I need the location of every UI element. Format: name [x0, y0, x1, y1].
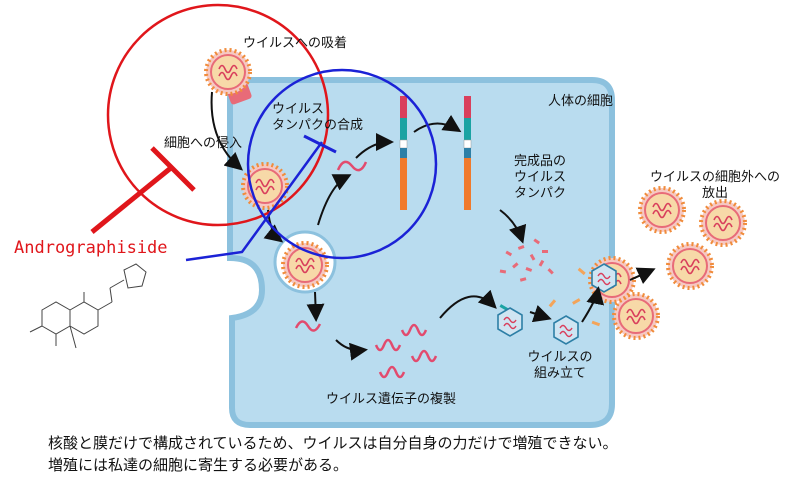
polyprotein-2 — [463, 96, 472, 210]
rna-strand — [374, 338, 402, 352]
rna-strand — [400, 323, 428, 337]
label-release: ウイルスの細胞外への 放出 — [649, 170, 780, 201]
label-assembly: ウイルスの 組み立て — [527, 350, 593, 381]
rna-strand — [294, 320, 322, 332]
caption: 核酸と膜だけで構成されているため、ウイルスは自分自身の力だけで増殖できない。 増… — [48, 432, 618, 476]
drug-name: Andrographiside — [14, 238, 168, 258]
protein-fragments — [499, 238, 554, 282]
virus-adsorbing — [204, 48, 252, 96]
arrow-assembly-step — [529, 305, 552, 323]
capsid-assembling-2 — [553, 315, 579, 345]
label-adsorption: ウイルスへの吸着 — [243, 36, 348, 51]
caption-line-2: 増殖には私達の細胞に寄生する必要がある。 — [48, 456, 349, 474]
inhibition-circle-synthesis — [246, 68, 438, 260]
capsid-assembling-3 — [591, 263, 617, 293]
caption-line-1: 核酸と膜だけで構成されているため、ウイルスは自分自身の力だけで増殖できない。 — [48, 434, 618, 452]
arrow-replication-to-assembly — [439, 289, 497, 319]
label-finished-protein: 完成品の ウイルス タンパク — [514, 154, 567, 201]
arrow-adsorption-to-invasion — [210, 91, 244, 171]
arrow-to-replication-1 — [306, 291, 325, 322]
label-protein-synthesis: ウイルス タンパクの合成 — [272, 102, 364, 133]
inhibitor-blue — [185, 134, 337, 262]
arrow-to-synthesis — [317, 174, 352, 226]
arrow-assembly-to-budding — [581, 286, 605, 323]
rna-strand — [336, 160, 368, 172]
arrow-release — [629, 267, 656, 284]
arrow-to-replication-2 — [335, 339, 368, 361]
capsid-assembling-1 — [497, 307, 523, 337]
rna-strand — [378, 365, 406, 379]
virus-released-2 — [699, 199, 747, 247]
label-human-cell: 人体の細胞 — [548, 94, 614, 109]
arrow-to-finished-protein — [499, 209, 527, 244]
rna-strand — [410, 349, 438, 363]
label-invasion: 細胞への侵入 — [164, 136, 243, 151]
arrow-protein-cleavage — [413, 114, 462, 133]
virus-released-3 — [666, 242, 714, 290]
polyprotein-1 — [399, 96, 408, 210]
label-replication: ウイルス遺伝子の複製 — [326, 392, 457, 407]
andrographiside-structure — [29, 263, 147, 349]
inhibitor-red — [90, 146, 196, 234]
arrow-rna-to-protein — [355, 133, 394, 159]
inhibition-circle-entry — [106, 3, 330, 227]
